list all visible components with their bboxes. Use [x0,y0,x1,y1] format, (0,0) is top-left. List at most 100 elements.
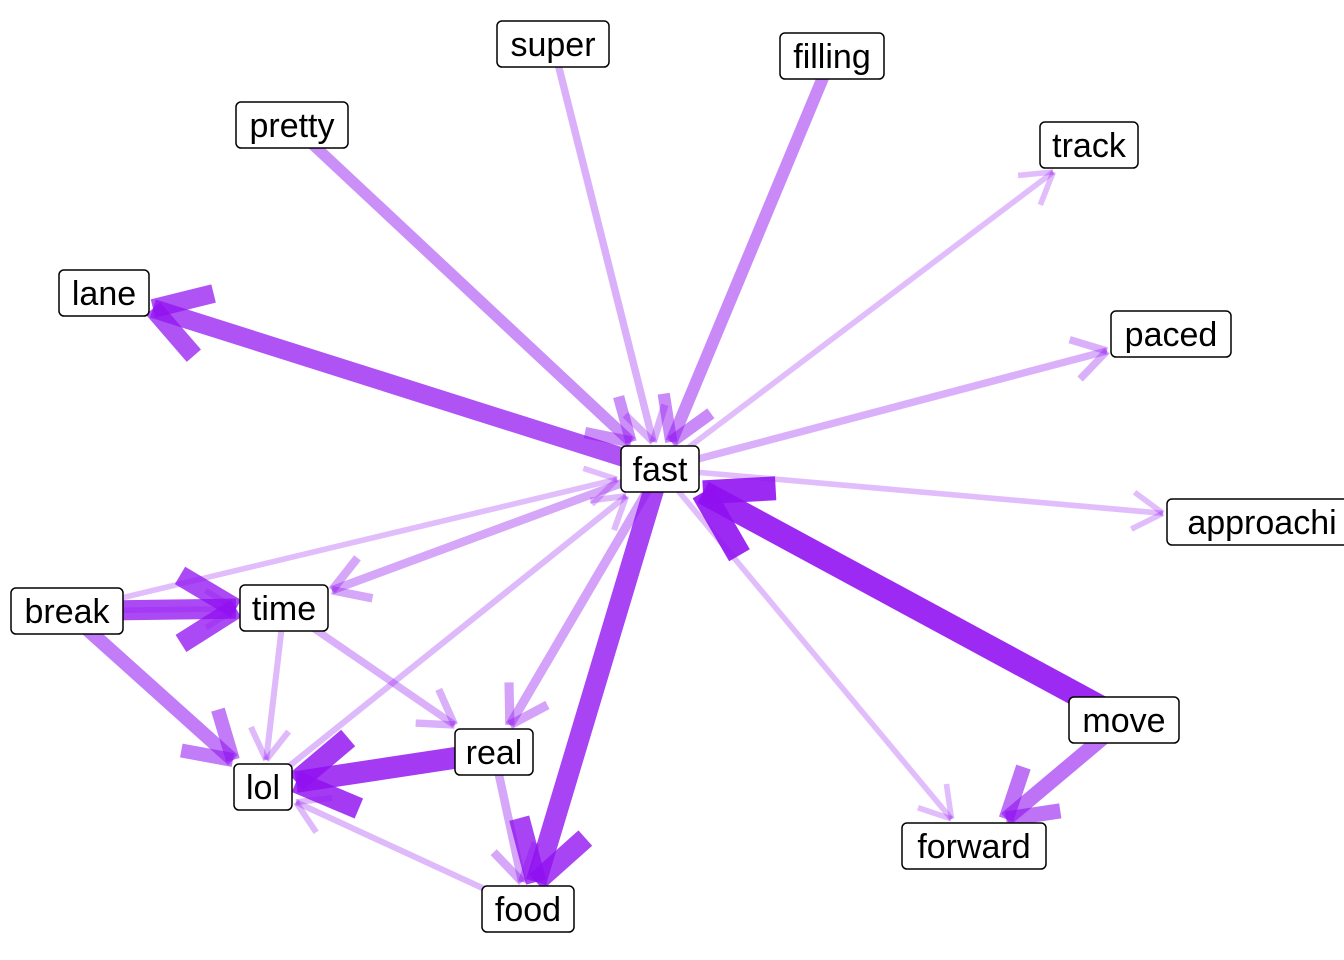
node-label: real [466,734,523,772]
arrowhead-barb [649,403,669,444]
node-box [1039,121,1139,169]
edge-line [697,481,1130,731]
edge-layer [62,43,1165,912]
arrowhead-barb [1017,169,1054,179]
arrowhead-barb [509,815,547,885]
node-box [779,32,885,80]
node-label: food [495,891,561,929]
edge-fast-forward [657,467,955,822]
node-move: move [1068,696,1180,744]
node-fast: fast [620,445,700,493]
arrowhead-barb [583,426,633,448]
node-super: super [496,20,610,68]
node-label: track [1052,127,1127,165]
node-filling: filling [779,32,885,80]
node-box [620,445,700,493]
edge-break-fast [66,465,619,614]
edge-fast-food [509,466,670,890]
arrowhead-barb [331,586,374,603]
node-label: time [252,590,316,628]
arrowhead-barb [1005,803,1062,827]
arrowhead-barb [180,743,235,767]
node-break: break [10,587,124,635]
node-box [58,269,150,317]
edge-line [659,347,1108,473]
edge-line [288,120,635,447]
arrowhead-barb [490,849,526,885]
arrowhead-barb [1130,510,1165,532]
node-label: move [1082,702,1165,740]
edge-line [549,43,657,443]
edge-pretty-fast [288,120,637,448]
arrowhead-barb [211,707,240,762]
edge-fast-time [328,465,662,603]
arrowhead-barb [613,395,637,444]
edge-line [659,466,1164,517]
edge-line [505,466,664,728]
node-food: food [481,885,575,933]
node-box [496,20,610,68]
edge-fast-paced [659,336,1110,473]
node-approaching: approachi [1166,498,1344,546]
arrowhead-barb [943,783,955,820]
node-box [1068,696,1180,744]
edge-line [658,169,1055,472]
edge-time-lol [248,607,292,762]
node-forward: forward [901,822,1047,870]
node-paced: paced [1110,310,1232,358]
node-box [454,728,534,776]
node-box [233,763,293,811]
node-time: time [239,584,329,632]
arrowhead-barb [289,729,356,791]
edge-line [261,493,629,790]
edge-super-fast [549,43,669,445]
node-label: pretty [249,107,334,145]
edge-fast-approaching [659,466,1165,532]
arrowhead-barb [998,764,1031,822]
edge-fast-lane [145,284,663,478]
arrowhead-barb [1132,489,1165,516]
arrowhead-barb [248,725,269,762]
node-box [1166,498,1344,546]
arrowhead-barb [328,555,361,593]
arrowhead-barb [293,800,319,835]
edge-move-fast [692,476,1130,731]
edge-lol-fast [261,492,630,790]
arrowhead-barb [507,700,550,730]
node-lol: lol [233,763,293,811]
node-label: super [510,26,595,64]
node-box [235,101,349,149]
node-box [901,822,1047,870]
arrowhead-barb [1037,170,1056,206]
node-track: track [1039,121,1139,169]
arrowhead-barb [504,682,515,726]
edge-line [263,607,288,761]
arrowhead-barb [589,492,627,504]
edge-filling-fast [657,53,838,447]
node-label: forward [917,828,1030,866]
arrowhead-barb [657,392,678,443]
node-label: filling [793,38,870,76]
node-label: lol [246,769,280,807]
edge-break-lol [62,605,240,767]
arrowhead-barb [667,408,715,447]
node-label: break [24,593,110,631]
arrowhead-barb [1068,336,1109,355]
edge-fast-real [504,466,664,730]
edge-line [62,605,238,766]
node-label: lane [72,275,136,313]
arrowhead-barb [1077,348,1110,382]
edge-line [657,467,954,821]
arrowhead-barb [589,477,619,507]
node-real: real [454,728,534,776]
arrowhead-barb [263,729,292,762]
edge-line [330,465,662,595]
node-box [1110,310,1232,358]
node-label: approachi [1187,504,1336,542]
arrowhead-barb [415,719,455,729]
node-label: paced [1125,316,1218,354]
node-box [239,584,329,632]
arrowhead-barb [175,600,242,652]
edge-line [66,476,618,614]
